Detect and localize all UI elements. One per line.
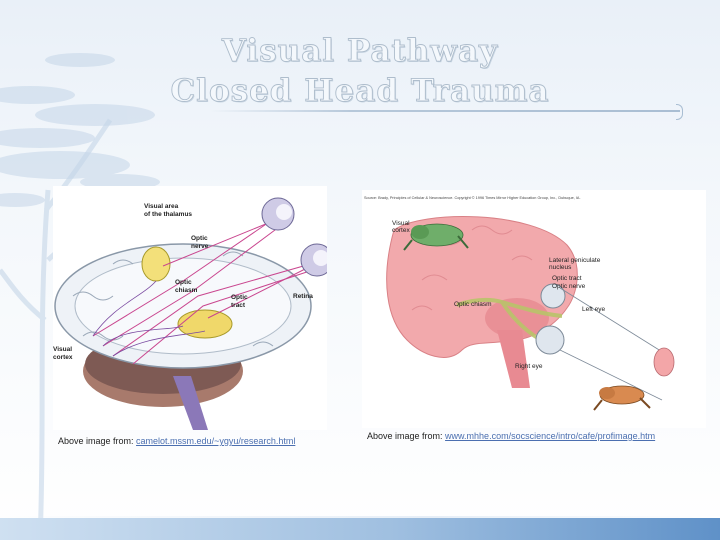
label-optic-chiasm-2: chiasm xyxy=(175,287,198,294)
source-credit: Source: Brady, Principles of Cellular & … xyxy=(364,196,581,200)
visual-pathway-right-svg: Source: Brady, Principles of Cellular & … xyxy=(364,196,675,411)
frog-bottom xyxy=(593,385,651,411)
label-left-eye: Left eye xyxy=(582,306,606,313)
label-optic-tract-2: tract xyxy=(231,302,246,309)
label-right-eye: Right eye xyxy=(515,363,543,370)
caption-left-prefix: Above image from: xyxy=(58,436,137,446)
label-lgn-2: nucleus xyxy=(549,264,572,271)
visual-pathway-illustration-right: Source: Brady, Principles of Cellular & … xyxy=(362,190,706,428)
label-visual-cortex-2: cortex xyxy=(392,227,410,234)
label-optic-chiasm: Optic chiasm xyxy=(454,301,492,308)
label-lgn-1: Lateral geniculate xyxy=(549,257,601,264)
label-visual-cortex-1: Visual xyxy=(392,220,410,227)
frog-top xyxy=(403,223,469,251)
label-optic-chiasm-1: Optic xyxy=(175,279,192,286)
label-visual-cortex-2: cortex xyxy=(53,354,73,361)
caption-left: Above image from: camelot.mssm.edu/~ygyu… xyxy=(58,436,295,446)
visual-pathway-left-svg: Visual area of the thalamus Optic nerve … xyxy=(53,197,334,430)
label-optic-nerve-1: Optic xyxy=(191,235,208,242)
label-visual-cortex-1: Visual xyxy=(53,346,72,353)
slide-title-line-2: Closed Head Trauma xyxy=(170,73,550,110)
label-optic-tract: Optic tract xyxy=(552,275,582,282)
caption-right-prefix: Above image from: xyxy=(367,431,446,441)
title-underline xyxy=(210,110,680,112)
label-visual-area: Visual area xyxy=(144,203,179,210)
label-visual-area-2: of the thalamus xyxy=(144,211,192,218)
caption-right-link[interactable]: www.mhhe.com/socscience/intro/cafe/profi… xyxy=(445,431,656,441)
label-optic-nerve-2: nerve xyxy=(191,243,209,250)
caption-left-link[interactable]: camelot.mssm.edu/~ygyu/research.html xyxy=(136,436,296,446)
visual-pathway-illustration-left: Visual area of the thalamus Optic nerve … xyxy=(53,186,334,430)
footer-band xyxy=(0,518,720,540)
label-retina: Retina xyxy=(293,293,313,300)
footer-accent-line xyxy=(0,516,720,518)
slide-title-line-1: Visual Pathway xyxy=(221,33,499,70)
label-optic-tract-1: Optic xyxy=(231,294,248,301)
label-optic-nerve: Optic nerve xyxy=(552,283,586,290)
caption-right: Above image from: www.mhhe.com/socscienc… xyxy=(367,431,655,441)
